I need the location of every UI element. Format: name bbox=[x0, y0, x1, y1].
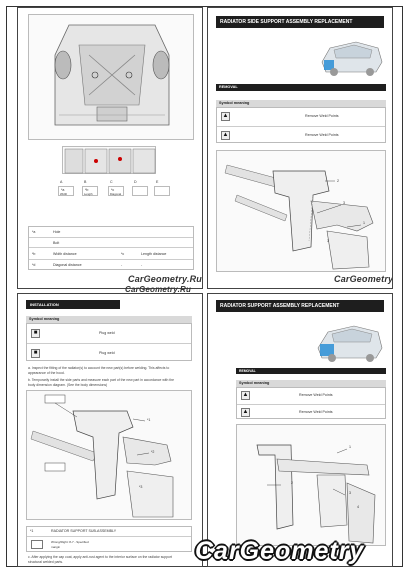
vehicle-illustration bbox=[312, 316, 386, 364]
mark-3: 3 bbox=[343, 201, 345, 205]
weld-remove-icon: ▲ bbox=[221, 131, 230, 140]
instruction-a: a. Inspect the fitting of the radiator(s… bbox=[28, 366, 170, 370]
legend-table: *a Hole Bolt *b Width distance *c Length… bbox=[28, 226, 194, 270]
symbol-table: ▲ Remove Weld Points ▲ Remove Weld Point… bbox=[236, 387, 386, 419]
mark-1: 1 bbox=[349, 445, 351, 449]
callout-a: A bbox=[60, 180, 63, 184]
watermark-large: CarGeometry bbox=[195, 537, 365, 565]
callout-b: B bbox=[84, 180, 87, 184]
callout-c: C bbox=[110, 180, 113, 184]
vehicle-illustration bbox=[316, 32, 386, 78]
weld-remove-icon: ▲ bbox=[221, 112, 230, 121]
table-row: ■ Plug weld bbox=[27, 324, 191, 343]
symbol-meaning-bar: Symbol meaning bbox=[236, 380, 386, 387]
instruction-c: c. After applying the cap coat, apply an… bbox=[28, 555, 172, 559]
removal-figure: 1 2 3 4 bbox=[236, 424, 386, 546]
instruction-b: b. Temporarily install the side parts an… bbox=[28, 378, 175, 382]
watermark: CarGeometry.Ru bbox=[334, 274, 393, 284]
table-row: ▲ Remove Weld Points bbox=[237, 404, 385, 420]
removal-bar: REMOVAL bbox=[236, 368, 386, 374]
instruction-c2: structural welded parts. bbox=[28, 560, 64, 564]
mark-2: 2 bbox=[291, 481, 293, 485]
table-row: ■ Plug weld bbox=[27, 343, 191, 362]
mark-1: 1 bbox=[363, 221, 365, 225]
table-row: *a Hole bbox=[32, 230, 61, 234]
callout-d: D bbox=[134, 180, 137, 184]
mark-2: *2 bbox=[151, 450, 155, 454]
mark-4: 4 bbox=[357, 505, 359, 509]
plug-weld-icon: ■ bbox=[31, 329, 40, 338]
instruction-a2: appearance of the hood. bbox=[28, 371, 65, 375]
table-row: ▲ Remove Weld Points bbox=[221, 112, 339, 121]
mark-2: 2 bbox=[337, 179, 339, 183]
page-radiator-side-support: RADIATOR SIDE SUPPORT ASSEMBLY REPLACEME… bbox=[207, 7, 393, 289]
dim-box-5 bbox=[154, 186, 170, 196]
table-row: Wrong/Right: 8-7 - Specified margin bbox=[27, 536, 191, 553]
installation-figure: *1 *2 *3 bbox=[26, 390, 192, 520]
dim-box-4 bbox=[132, 186, 148, 196]
weld-remove-icon: ▲ bbox=[241, 408, 250, 417]
legend-table: *1 RADIATOR SUPPORT SUB-ASSEMBLY Wrong/R… bbox=[26, 526, 192, 552]
symbol-meaning-bar: Symbol meaning bbox=[216, 100, 386, 107]
mark-3: 3 bbox=[349, 491, 351, 495]
symbol-meaning-bar: Symbol meaning bbox=[26, 316, 192, 323]
table-row: *1 RADIATOR SUPPORT SUB-ASSEMBLY bbox=[30, 529, 117, 533]
mark-3: *3 bbox=[139, 485, 143, 489]
margin-icon bbox=[31, 540, 43, 549]
callout-e: E bbox=[156, 180, 159, 184]
page-installation: INSTALLATION Symbol meaning ■ Plug weld … bbox=[17, 293, 203, 567]
page-title: INSTALLATION bbox=[26, 300, 120, 309]
removal-figure: 2 3 1 3 bbox=[216, 150, 386, 272]
watermark-page1-bottom: CarGeometry.Ru bbox=[125, 285, 192, 294]
plug-weld-icon: ■ bbox=[31, 349, 40, 358]
table-row: Bolt bbox=[29, 237, 193, 248]
mark-3b: 3 bbox=[327, 239, 329, 243]
page-radiator-support: RADIATOR SUPPORT ASSEMBLY REPLACEMENT RE… bbox=[207, 293, 393, 567]
detail-strip bbox=[62, 146, 156, 174]
mark-1: *1 bbox=[147, 418, 151, 422]
removal-bar: REMOVAL bbox=[216, 84, 386, 91]
instruction-b2: body dimension diagram. (See the body di… bbox=[28, 383, 108, 387]
underbody-drawing bbox=[54, 24, 170, 126]
page-title: RADIATOR SUPPORT ASSEMBLY REPLACEMENT bbox=[216, 300, 384, 312]
table-row: *b Width distance *c Length distance bbox=[29, 247, 193, 260]
table-row: ▲ Remove Weld Points bbox=[241, 391, 333, 400]
underbody-figure bbox=[28, 14, 194, 140]
table-row: *d Diagonal distance - - bbox=[29, 259, 193, 271]
weld-remove-icon: ▲ bbox=[241, 391, 250, 400]
page-title: RADIATOR SIDE SUPPORT ASSEMBLY REPLACEME… bbox=[216, 16, 384, 28]
symbol-table: ■ Plug weld ■ Plug weld bbox=[26, 323, 192, 361]
symbol-table: ▲ Remove Weld Points ▲ Remove Weld Point… bbox=[216, 107, 386, 143]
watermark: CarGeometry.Ru bbox=[128, 274, 202, 284]
table-row: ▲ Remove Weld Points bbox=[217, 126, 385, 144]
